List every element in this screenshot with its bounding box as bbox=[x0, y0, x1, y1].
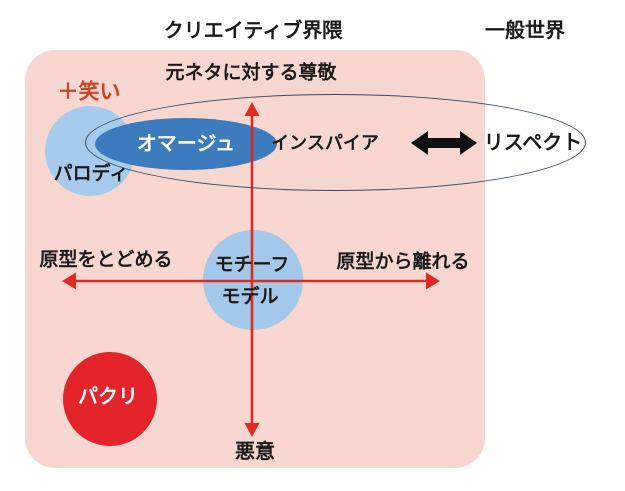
homage-label: オマージュ bbox=[136, 133, 236, 155]
axis-left-label: 原型をとどめる bbox=[39, 249, 173, 271]
plus-laugh-annotation: ＋笑い bbox=[57, 79, 121, 104]
title-creative-world: クリエイティブ界隈 bbox=[163, 20, 343, 42]
title-general-world: 一般世界 bbox=[485, 20, 565, 42]
inspire-label: インスパイア bbox=[271, 133, 379, 153]
respect-label: リスペクト bbox=[483, 132, 583, 154]
parody-label: パロディ bbox=[53, 163, 129, 185]
motif-label: モチーフ bbox=[214, 254, 290, 276]
axis-top-label: 元ネタに対する尊敬 bbox=[165, 62, 337, 84]
axis-bottom-label: 悪意 bbox=[235, 441, 275, 463]
pakuri-label: パクリ bbox=[78, 386, 138, 408]
axis-right-label: 原型から離れる bbox=[336, 251, 470, 273]
pakuri-bubble bbox=[63, 352, 157, 446]
double-headed-arrow-icon bbox=[411, 131, 477, 155]
respect-group-ellipse bbox=[85, 94, 586, 191]
model-label: モデル bbox=[221, 286, 279, 308]
